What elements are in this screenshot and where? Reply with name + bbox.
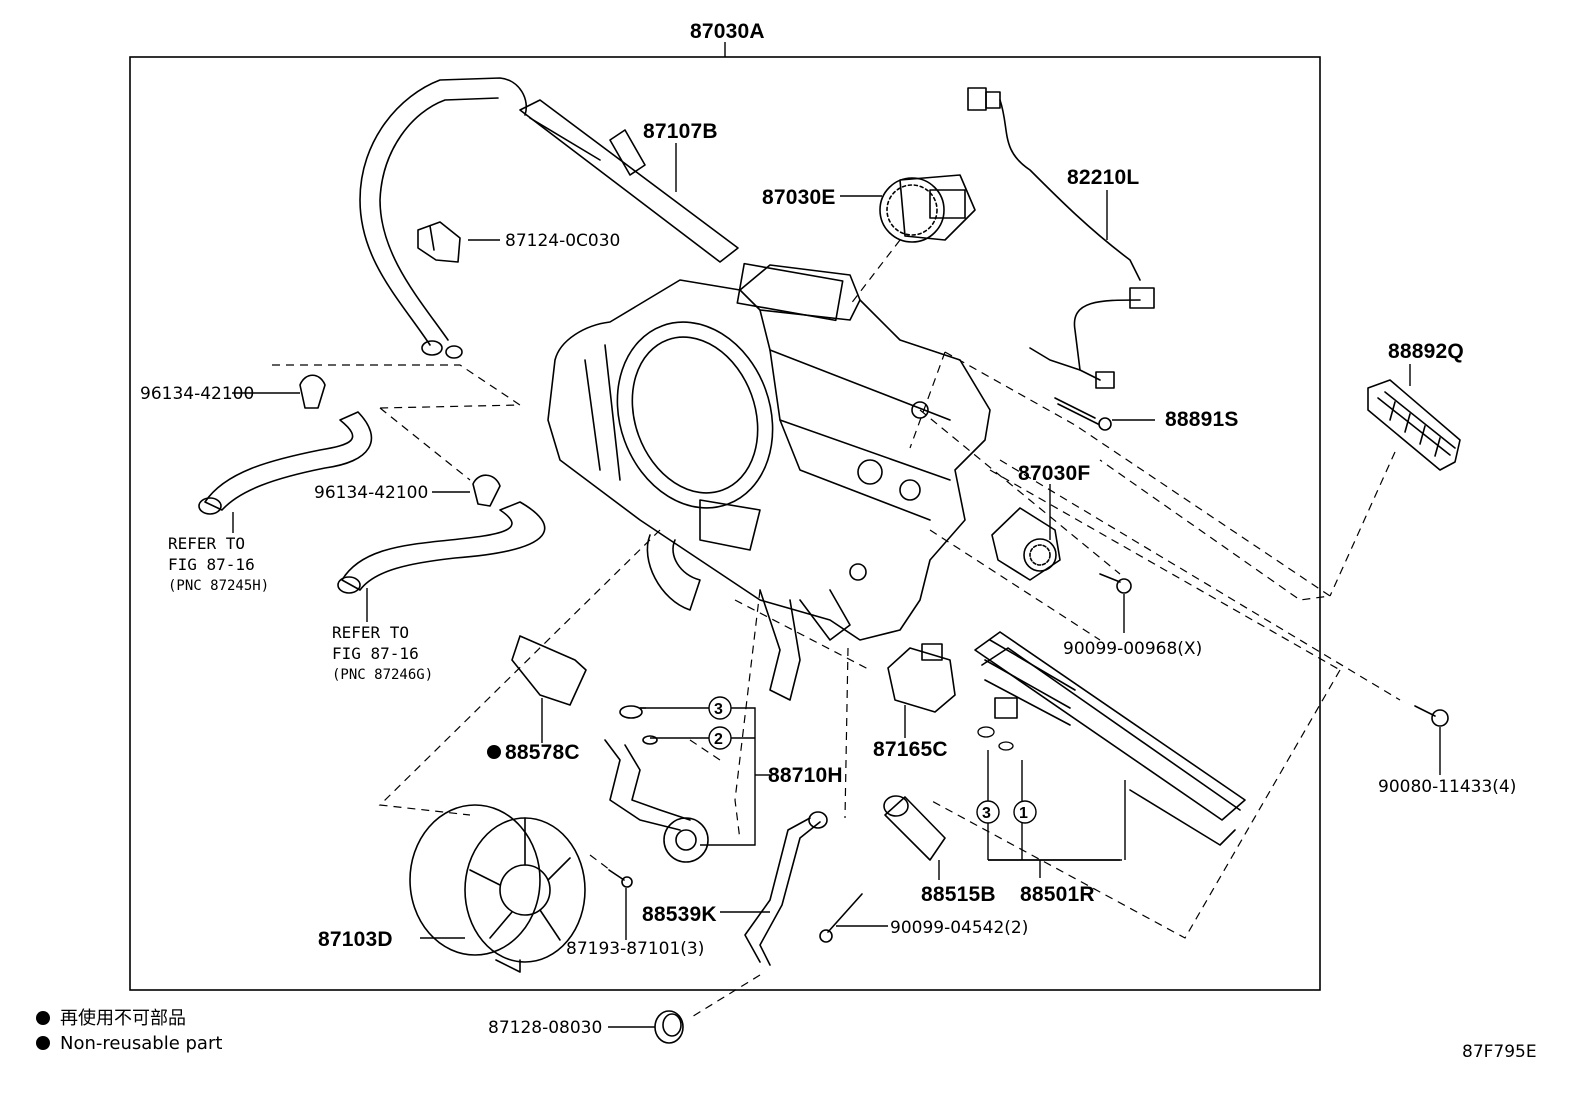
filter-88892q	[1367, 379, 1461, 471]
label-88515b[interactable]: 88515B	[921, 883, 996, 906]
air-conditioning-unit-housing	[547, 262, 991, 701]
label-87128[interactable]: 87128-08030	[488, 1018, 602, 1038]
bolt-90099-04542	[819, 893, 863, 943]
callout-3a: 3	[714, 701, 723, 718]
callout-2a: 2	[714, 731, 723, 748]
legend-bullet-en	[36, 1036, 50, 1050]
label-87107b[interactable]: 87107B	[643, 120, 718, 143]
resistor-87165c	[887, 643, 956, 713]
leader-lines	[232, 143, 1441, 1028]
liquid-tube-88710h	[604, 705, 709, 863]
evaporator-88501r	[974, 631, 1246, 846]
refer-note-b-line3: (PNC 87246G)	[332, 667, 433, 683]
label-88891s[interactable]: 88891S	[1165, 408, 1239, 431]
label-96134-upper[interactable]: 96134-42100	[140, 384, 254, 404]
label-87124[interactable]: 87124-0C030	[505, 231, 620, 251]
grommet-87128	[654, 1010, 684, 1044]
label-96134-lower[interactable]: 96134-42100	[314, 483, 428, 503]
refer-note-b-line1: REFER TO	[332, 623, 409, 642]
label-88578c[interactable]: 88578C	[505, 741, 580, 764]
assembly-frame	[129, 56, 1321, 991]
label-88539k[interactable]: 88539K	[642, 903, 717, 926]
dashed-guides	[272, 239, 1401, 1019]
refer-note-a-line3: (PNC 87245H)	[168, 578, 269, 594]
label-90099-04542[interactable]: 90099-04542(2)	[890, 918, 1028, 938]
screw-87193	[608, 869, 633, 888]
wire-harness-82210l	[967, 87, 1155, 389]
label-90099-00968[interactable]: 90099-00968(X)	[1063, 639, 1202, 659]
insulator-88578c	[511, 635, 587, 706]
label-82210l[interactable]: 82210L	[1067, 166, 1139, 189]
callout-3b: 3	[982, 805, 991, 822]
hose-clamp-lower	[472, 474, 501, 507]
legend-bullet-jp	[36, 1011, 50, 1025]
screw-90080-11433	[1414, 705, 1449, 727]
label-87165c[interactable]: 87165C	[873, 738, 948, 761]
sensor-88891s	[1054, 397, 1112, 431]
label-87103d[interactable]: 87103D	[318, 928, 393, 951]
water-hose-lower	[337, 501, 546, 594]
legend-jp: 再使用不可部品	[60, 1008, 186, 1029]
heater-hose-87107b	[519, 99, 739, 263]
callout-circle-3a	[708, 696, 732, 720]
callout-1b: 1	[1019, 805, 1028, 822]
callout-circle-2a	[708, 726, 732, 750]
refer-note-b-line2: FIG 87-16	[332, 644, 419, 663]
hose-clip-87124	[417, 221, 461, 263]
screw-90099-00968	[1099, 573, 1132, 594]
hose-clamp-upper	[299, 374, 326, 409]
circled-callouts	[708, 696, 1037, 824]
blower-motor-87103d	[409, 804, 586, 973]
servo-motor-87030f	[991, 507, 1061, 581]
label-90080-11433[interactable]: 90080-11433(4)	[1378, 777, 1516, 797]
drain-hose-88539k	[744, 811, 828, 966]
label-87030f[interactable]: 87030F	[1018, 462, 1090, 485]
expansion-valve-88515b	[883, 795, 946, 861]
non-reusable-marker	[487, 745, 501, 759]
water-hose-upper	[198, 411, 373, 515]
label-88501r[interactable]: 88501R	[1020, 883, 1095, 906]
callout-circle-3b	[976, 800, 1000, 824]
refer-note-a-line1: REFER TO	[168, 534, 245, 553]
legend-en: Non-reusable part	[60, 1033, 222, 1054]
assembly-label: 87030A	[690, 20, 765, 43]
label-87030e[interactable]: 87030E	[762, 186, 836, 209]
servo-motor-87030e	[879, 174, 976, 243]
callout-circle-1b	[1013, 800, 1037, 824]
o-rings	[977, 726, 1014, 751]
figure-code: 87F795E	[1462, 1042, 1537, 1062]
label-88892q[interactable]: 88892Q	[1388, 340, 1464, 363]
label-87193[interactable]: 87193-87101(3)	[566, 939, 704, 959]
heater-hose-loop	[359, 77, 527, 359]
refer-note-a-line2: FIG 87-16	[168, 555, 255, 574]
label-88710h[interactable]: 88710H	[768, 764, 843, 787]
